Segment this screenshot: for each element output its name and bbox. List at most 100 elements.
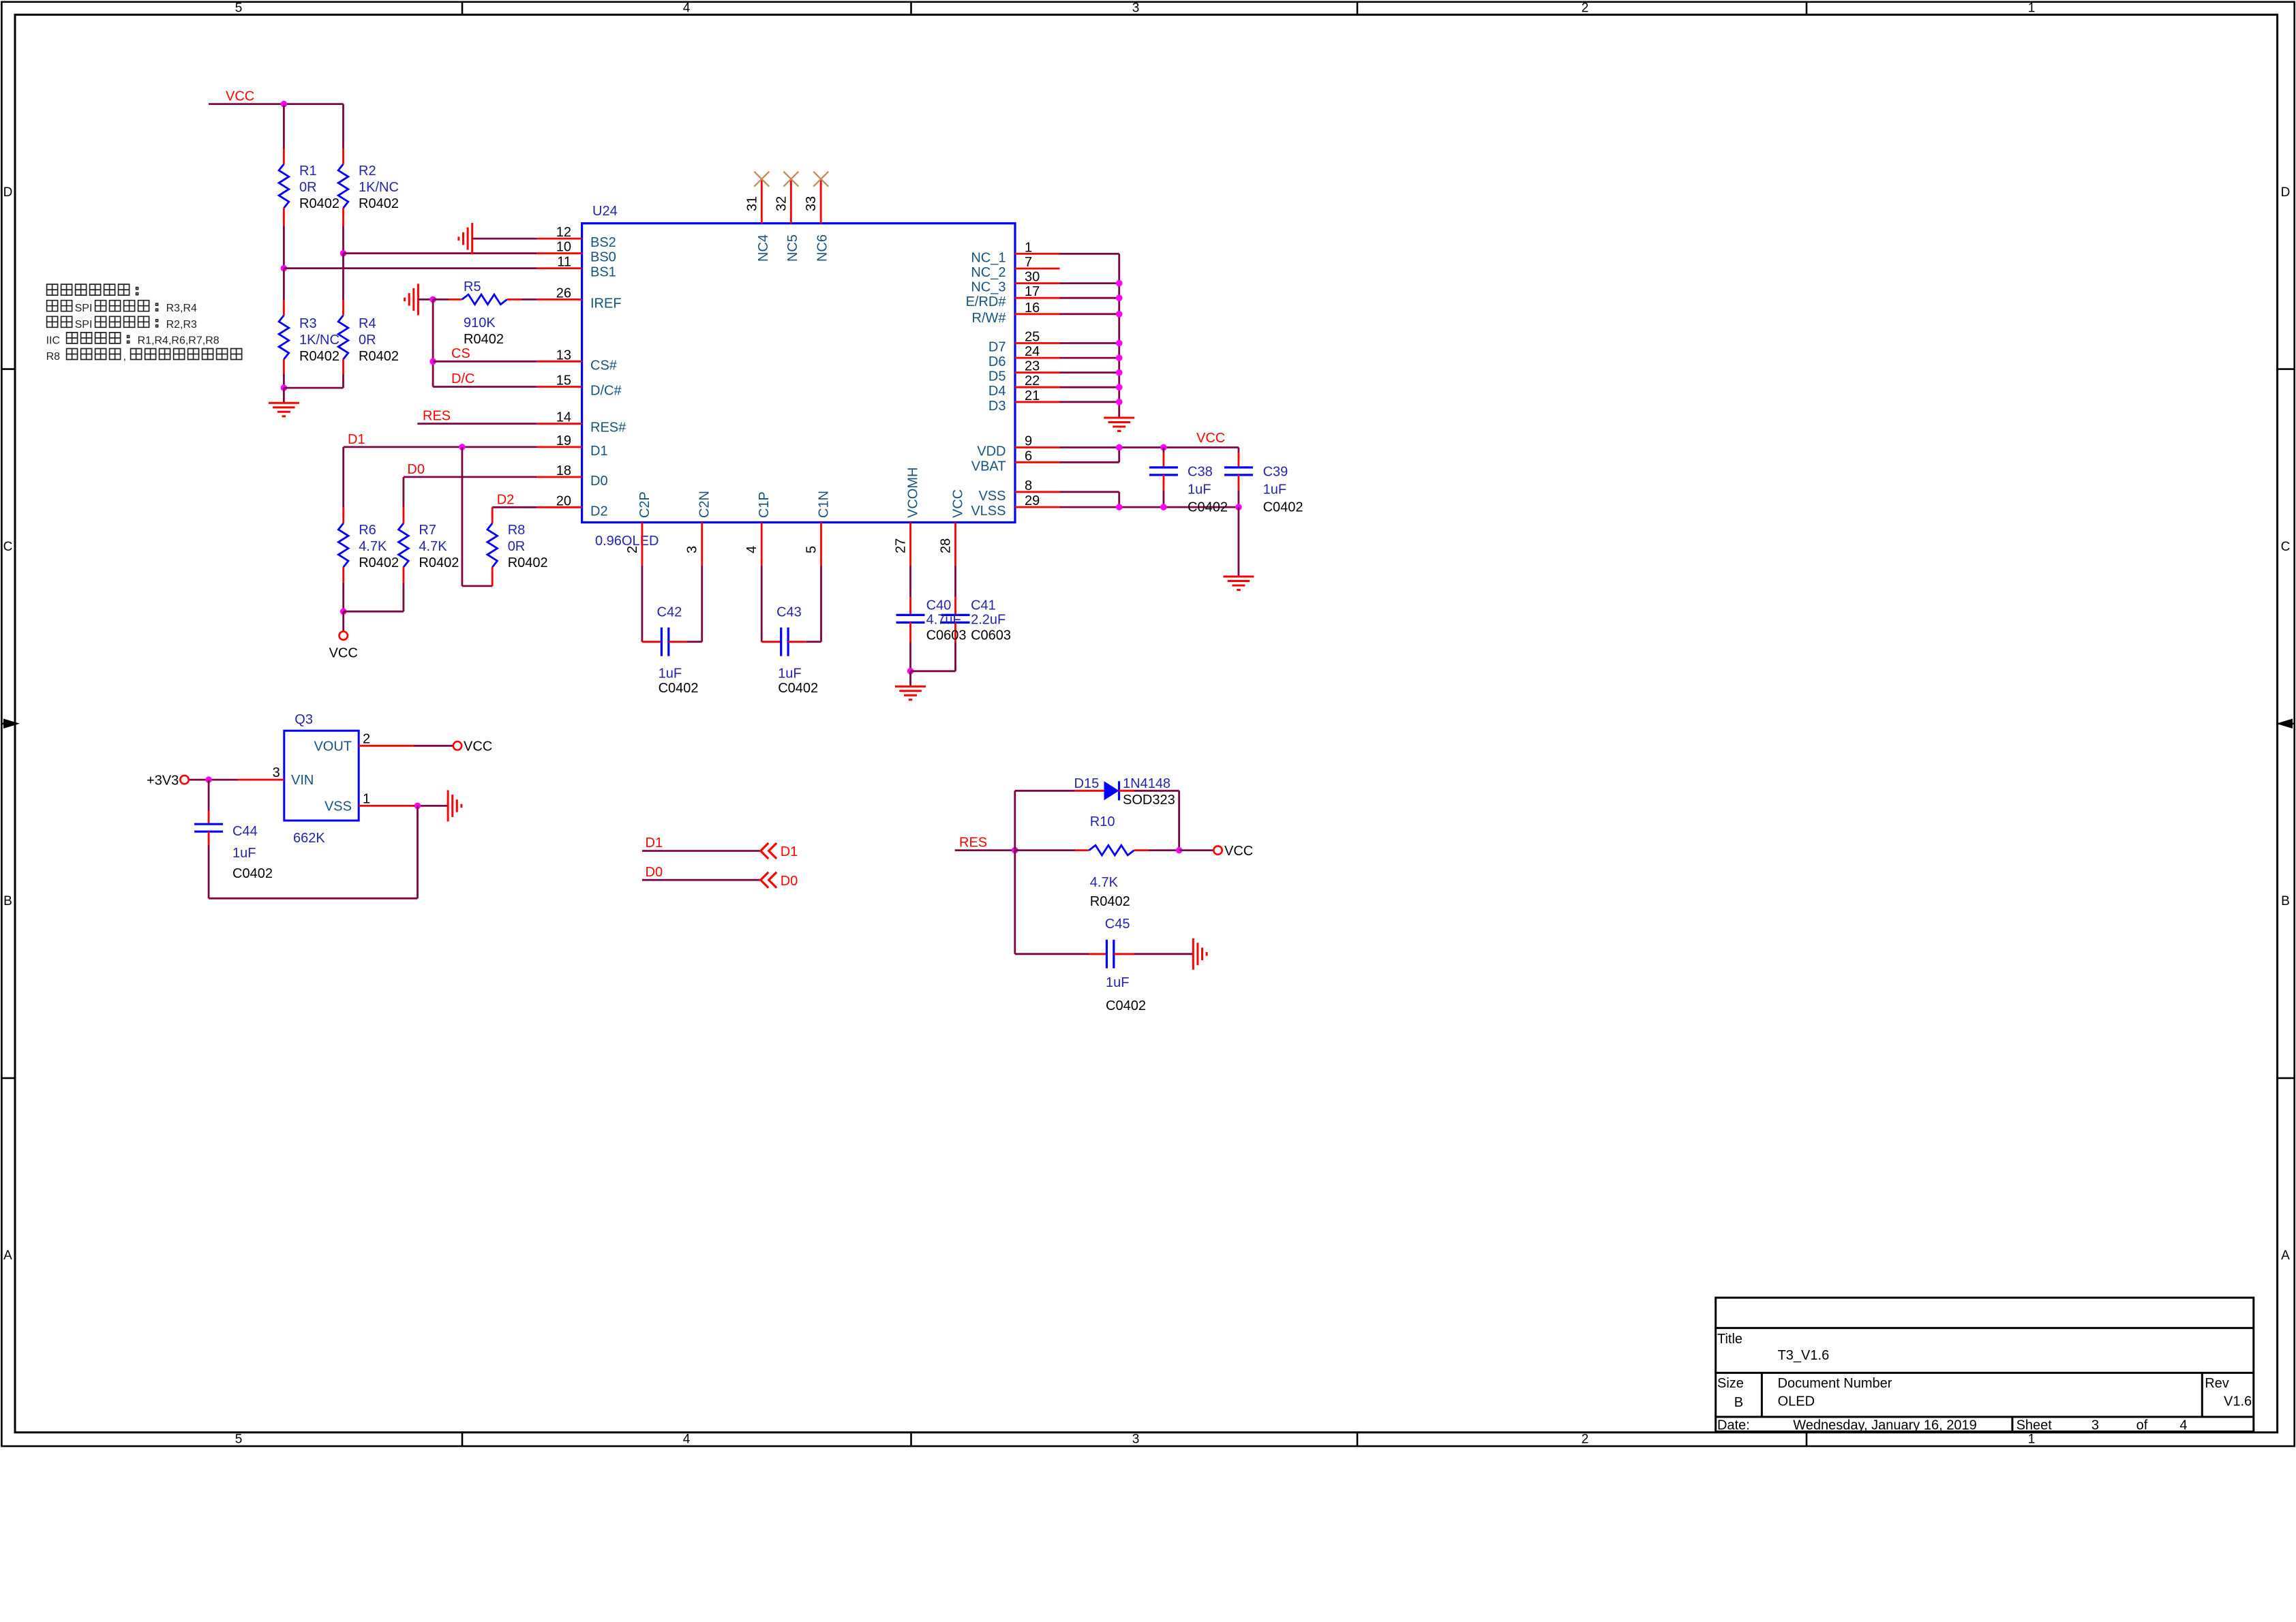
svg-text:D0: D0 (590, 474, 608, 489)
svg-text:R0402: R0402 (359, 555, 399, 570)
svg-text:D0: D0 (646, 865, 663, 880)
svg-text:3: 3 (1132, 1433, 1140, 1447)
svg-text:R0402: R0402 (508, 555, 548, 570)
svg-text:VCC: VCC (464, 739, 492, 754)
svg-text:BS0: BS0 (590, 250, 616, 265)
svg-text:D3: D3 (988, 399, 1006, 414)
svg-text:R/W#: R/W# (972, 311, 1007, 326)
svg-text:C42: C42 (657, 605, 682, 620)
svg-text:D: D (2281, 185, 2291, 200)
svg-text:Q3: Q3 (294, 712, 313, 727)
svg-text:R6: R6 (359, 523, 376, 538)
svg-text:of: of (2136, 1418, 2148, 1433)
svg-text:Date:: Date: (1717, 1418, 1750, 1433)
svg-text:C2N: C2N (697, 491, 712, 518)
svg-text:D1: D1 (590, 444, 608, 459)
svg-text:21: 21 (1025, 388, 1040, 403)
svg-text:23: 23 (1025, 359, 1040, 374)
svg-text:910K: 910K (464, 316, 496, 331)
svg-text:R0402: R0402 (464, 332, 504, 347)
svg-text:IREF: IREF (590, 296, 622, 311)
svg-text:VOUT: VOUT (314, 739, 352, 754)
svg-text:OLED: OLED (1778, 1394, 1815, 1409)
svg-text:CS: CS (451, 346, 470, 361)
svg-text:R0402: R0402 (359, 349, 399, 364)
svg-text:RES: RES (423, 409, 451, 424)
svg-text:2: 2 (1582, 1, 1589, 16)
svg-text:1: 1 (2028, 1, 2036, 16)
svg-text:R8: R8 (508, 523, 526, 538)
svg-text:1uF: 1uF (1106, 975, 1129, 990)
svg-text:1uF: 1uF (1263, 482, 1286, 497)
svg-text:R3,R4: R3,R4 (166, 303, 197, 314)
svg-text:31: 31 (744, 196, 759, 211)
svg-text:30: 30 (1025, 270, 1040, 285)
svg-text:B: B (3, 894, 12, 908)
svg-text:RES: RES (959, 836, 987, 851)
svg-text:11: 11 (557, 255, 571, 270)
svg-text:4.7K: 4.7K (419, 539, 447, 554)
svg-text:C0402: C0402 (659, 681, 699, 696)
svg-text:16: 16 (1025, 301, 1040, 316)
svg-text:C: C (3, 540, 13, 554)
svg-text:4.7uF: 4.7uF (926, 613, 961, 628)
svg-text:VSS: VSS (324, 799, 352, 814)
svg-text:Document Number: Document Number (1778, 1376, 1892, 1391)
svg-text:3: 3 (685, 546, 700, 553)
svg-text:2: 2 (363, 731, 370, 746)
svg-text:D1: D1 (646, 836, 663, 851)
svg-text:BS1: BS1 (590, 265, 616, 280)
svg-text:IIC: IIC (46, 335, 60, 346)
svg-text:R4: R4 (359, 316, 376, 331)
svg-text:B: B (1734, 1395, 1743, 1410)
svg-text:R1,R4,R6,R7,R8: R1,R4,R6,R7,R8 (138, 335, 220, 346)
svg-text:1: 1 (1025, 240, 1032, 255)
svg-text:R0402: R0402 (359, 196, 399, 211)
svg-text:D0: D0 (781, 874, 798, 889)
svg-text:Title: Title (1717, 1332, 1742, 1347)
svg-text:13: 13 (556, 348, 571, 363)
svg-text:VCC: VCC (329, 645, 358, 660)
svg-text:3: 3 (2091, 1418, 2099, 1433)
svg-text:,: , (123, 351, 126, 363)
svg-text:D/C#: D/C# (590, 384, 622, 399)
svg-text:C0402: C0402 (1106, 998, 1146, 1013)
svg-text:+3V3: +3V3 (147, 774, 179, 789)
svg-text:R0402: R0402 (299, 349, 339, 364)
svg-text:14: 14 (556, 410, 571, 425)
svg-text:29: 29 (1025, 493, 1040, 508)
svg-text:VCC: VCC (226, 89, 254, 104)
svg-text:VBAT: VBAT (971, 459, 1006, 474)
svg-text:0R: 0R (359, 333, 376, 348)
svg-text:Size: Size (1717, 1376, 1744, 1391)
svg-text:4: 4 (744, 546, 759, 553)
svg-text:10: 10 (556, 240, 571, 255)
svg-text:8: 8 (1025, 478, 1032, 493)
svg-text:9: 9 (1025, 434, 1032, 449)
svg-text:1K/NC: 1K/NC (359, 180, 399, 195)
svg-text:R5: R5 (464, 279, 481, 294)
svg-text:R0402: R0402 (419, 555, 459, 570)
svg-text:3: 3 (273, 765, 280, 780)
svg-text:4: 4 (683, 1, 691, 16)
svg-text:2: 2 (1582, 1433, 1589, 1447)
svg-text:VCC: VCC (1224, 844, 1253, 859)
svg-text:R3: R3 (299, 316, 317, 331)
svg-text:D4: D4 (988, 384, 1006, 399)
svg-text:3: 3 (1132, 1, 1140, 16)
svg-text:NC_3: NC_3 (971, 280, 1006, 295)
svg-text:E/RD#: E/RD# (966, 294, 1007, 309)
svg-text:D2: D2 (590, 504, 608, 519)
svg-text:20: 20 (556, 493, 571, 508)
svg-text:U24: U24 (592, 204, 618, 219)
svg-text:VLSS: VLSS (971, 504, 1006, 519)
svg-text:VCC: VCC (1196, 431, 1225, 446)
svg-text:C43: C43 (776, 605, 802, 620)
svg-text:27: 27 (894, 538, 909, 553)
svg-text:25: 25 (1025, 330, 1040, 345)
svg-text:NC6: NC6 (815, 234, 830, 262)
svg-text:4.7K: 4.7K (359, 539, 387, 554)
svg-text:26: 26 (556, 286, 571, 301)
svg-text:B: B (2281, 894, 2290, 908)
svg-text:17: 17 (1025, 284, 1040, 299)
